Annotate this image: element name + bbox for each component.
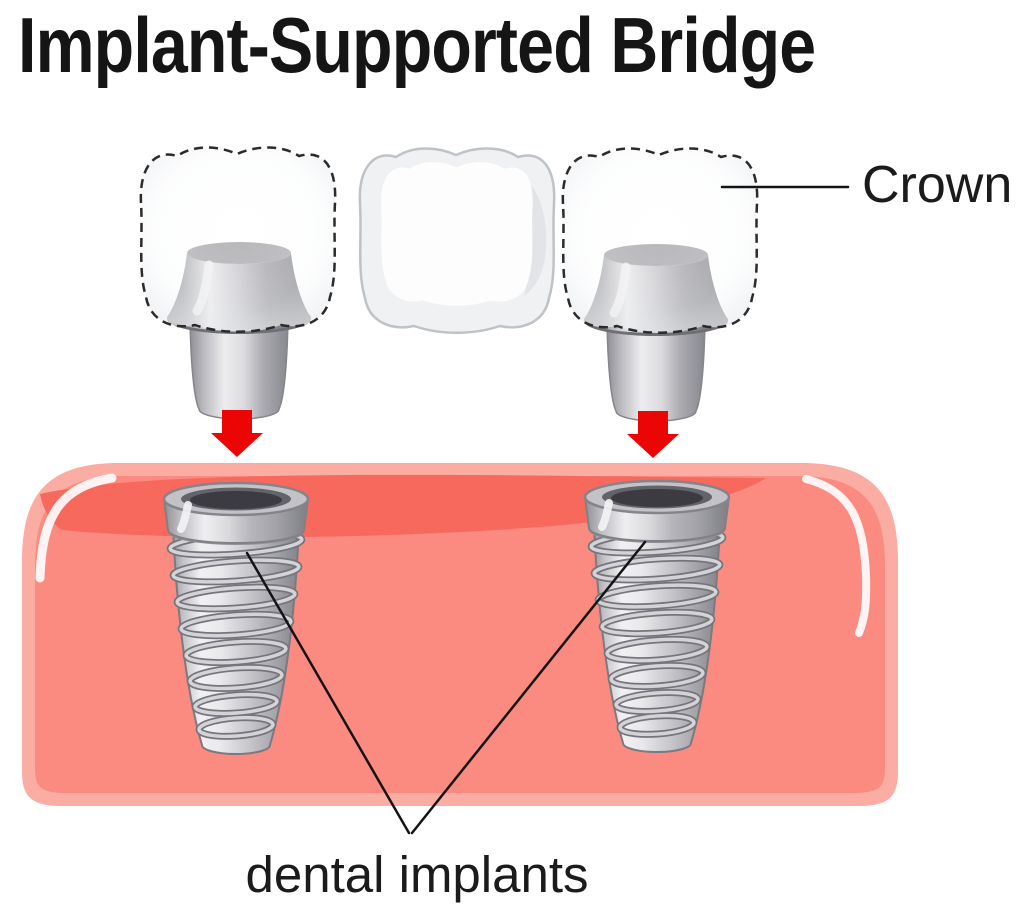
implant-leader-line-right — [410, 540, 647, 835]
crown-label: Crown — [862, 156, 1013, 214]
gum-highlight-right — [802, 475, 871, 637]
middle-crown — [358, 147, 556, 334]
page-title: Implant-Supported Bridge — [18, 1, 816, 89]
right-crown — [561, 147, 759, 334]
left-crown — [139, 146, 337, 333]
implant-leader-line-left — [245, 551, 411, 835]
implants-label: dental implants — [245, 846, 589, 903]
gum-ridge — [22, 463, 898, 806]
gum-highlight-left — [35, 473, 117, 583]
middle-crown-shade — [510, 168, 547, 296]
